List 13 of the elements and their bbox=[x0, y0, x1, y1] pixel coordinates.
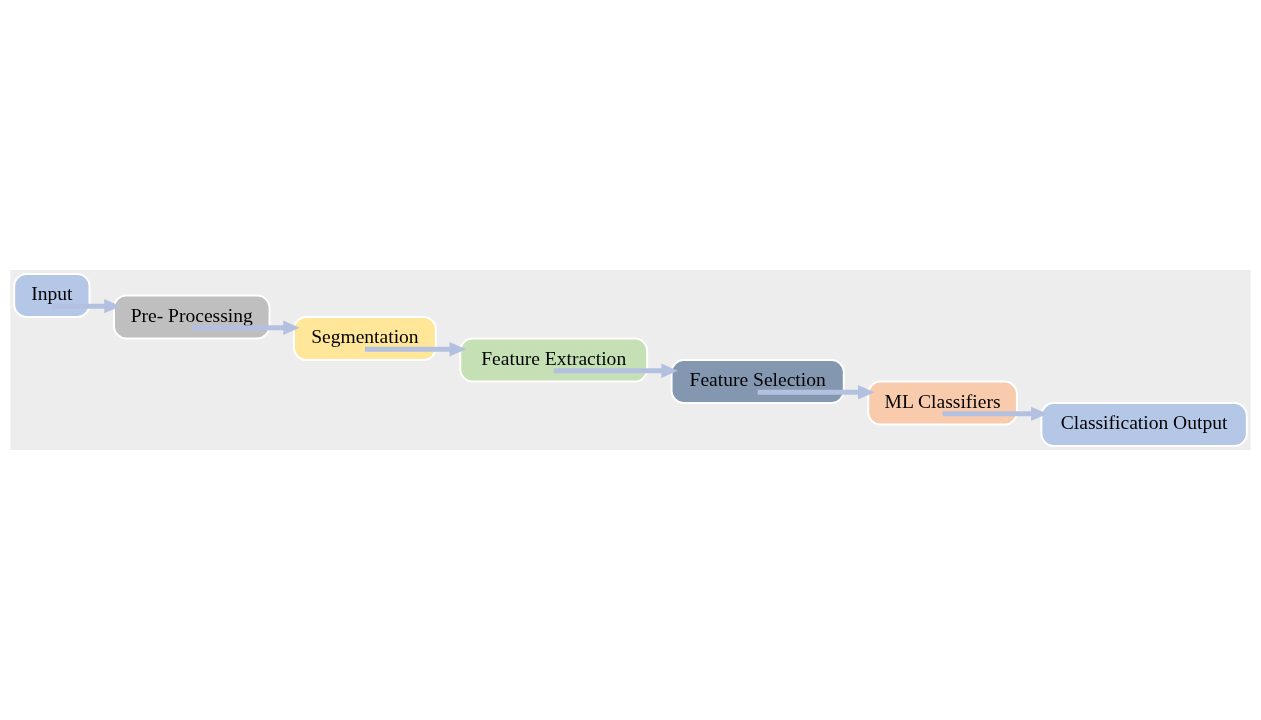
node-box: Pre- Processing bbox=[113, 294, 271, 340]
arrow bbox=[191, 320, 300, 335]
node-box: Feature Extraction bbox=[459, 337, 649, 383]
arrow bbox=[757, 385, 875, 400]
arrow bbox=[51, 299, 121, 314]
arrow bbox=[364, 342, 466, 357]
node-box: ML Classifiers bbox=[867, 380, 1018, 426]
arrow bbox=[553, 363, 678, 378]
node-box: Classification Output bbox=[1040, 402, 1248, 448]
arrow bbox=[942, 406, 1048, 421]
node-box: Segmentation bbox=[293, 315, 437, 361]
node-box: Feature Selection bbox=[670, 359, 845, 405]
node-box: Input bbox=[13, 272, 91, 318]
